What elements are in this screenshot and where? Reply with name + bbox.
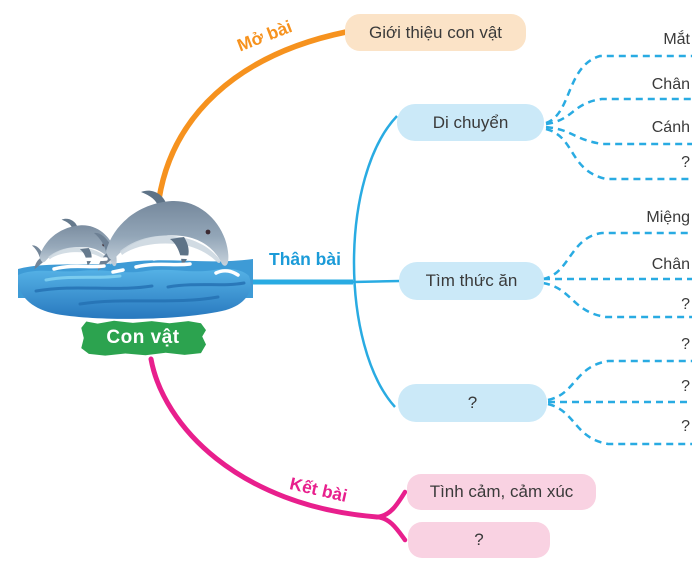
leaf-label: ? xyxy=(681,296,690,313)
dolphins-illustration xyxy=(18,183,253,323)
node-conclusion-feelings: Tình cảm, cảm xúc xyxy=(407,474,596,510)
leaf-label: ? xyxy=(681,418,690,435)
than-bai-lines xyxy=(237,115,401,408)
node-topic-question: ? xyxy=(398,384,547,422)
leaf-label: ? xyxy=(681,154,690,171)
root-node-con-vat: Con vật xyxy=(81,320,206,356)
ket-bai-curves xyxy=(148,356,408,543)
dashed-leaf-connectors xyxy=(542,54,692,446)
node-intro: Giới thiệu con vật xyxy=(345,14,526,51)
leaf-label: Miệng xyxy=(646,209,690,226)
node-conclusion-question: ? xyxy=(408,522,550,558)
mo-bai-curve xyxy=(156,29,349,202)
leaf-label: Chân xyxy=(651,76,690,93)
branch-label-than-bai: Thân bài xyxy=(269,249,341,269)
leaf-label: Cánh xyxy=(651,119,690,136)
leaf-label: ? xyxy=(681,336,690,353)
leaf-label: Mắt xyxy=(663,31,690,48)
leaf-label: ? xyxy=(681,378,690,395)
leaf-label: Chân xyxy=(651,256,690,273)
node-topic-di-chuyen: Di chuyển xyxy=(397,104,544,141)
node-topic-tim-thuc-an: Tìm thức ăn xyxy=(399,262,544,300)
